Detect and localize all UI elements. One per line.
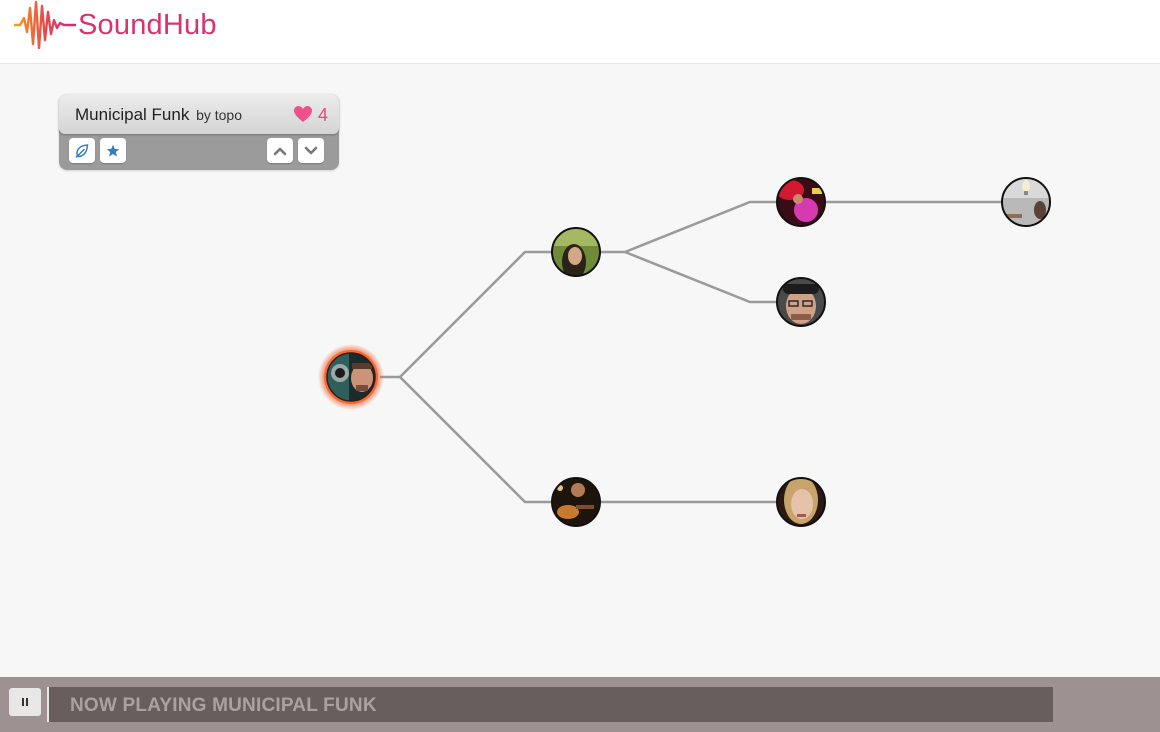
app-name: SoundHub bbox=[78, 8, 217, 41]
tree-node-branch-top[interactable] bbox=[551, 227, 601, 280]
connector-top-a bbox=[600, 200, 777, 254]
favorite-button[interactable] bbox=[100, 138, 126, 163]
avatar-headphones-man-icon bbox=[327, 353, 375, 401]
chevron-up-icon bbox=[273, 147, 287, 155]
now-playing-text: NOW PLAYING MUNICIPAL FUNK bbox=[70, 695, 377, 716]
upvote-button[interactable] bbox=[267, 138, 293, 163]
track-title-line: Municipal Funk by topo bbox=[75, 105, 242, 125]
tree-node-branch-top-a[interactable] bbox=[776, 177, 826, 227]
avatar-blonde-woman-icon bbox=[777, 478, 825, 526]
track-title[interactable]: Municipal Funk bbox=[75, 105, 190, 124]
tree-connectors bbox=[380, 200, 1002, 504]
connector-root-bottom bbox=[399, 376, 552, 504]
logo[interactable]: SoundHub bbox=[14, 0, 217, 50]
remix-tree bbox=[318, 177, 1051, 527]
downvote-button[interactable] bbox=[298, 138, 324, 163]
avatar-man-glasses-cap-icon bbox=[777, 278, 825, 326]
avatar-guitarist-icon bbox=[552, 478, 600, 526]
avatar-lightbulb-icon bbox=[1002, 178, 1050, 226]
pause-button[interactable] bbox=[9, 688, 41, 716]
fork-button[interactable] bbox=[69, 138, 95, 163]
connector-top-b bbox=[624, 250, 777, 304]
tree-node-branch-top-b[interactable] bbox=[776, 277, 826, 327]
star-icon bbox=[106, 144, 120, 157]
heart-icon[interactable] bbox=[293, 105, 313, 123]
track-card-header: Municipal Funk by topo 4 bbox=[59, 94, 339, 134]
tree-node-branch-bottom-a[interactable] bbox=[776, 476, 826, 527]
like-count: 4 bbox=[318, 105, 329, 125]
soundwave-logo-icon bbox=[14, 0, 76, 50]
pause-icon bbox=[22, 698, 28, 706]
tree-node-branch-top-a-1[interactable] bbox=[1001, 177, 1051, 227]
tree-node-root[interactable] bbox=[318, 344, 384, 410]
chevron-down-icon bbox=[304, 146, 318, 154]
playback-progress[interactable]: NOW PLAYING MUNICIPAL FUNK bbox=[47, 687, 1053, 722]
app-header: SoundHub bbox=[0, 0, 1160, 64]
avatar-woman-green-icon bbox=[552, 228, 600, 276]
track-card: Municipal Funk by topo 4 bbox=[59, 94, 339, 170]
leaf-icon bbox=[75, 143, 89, 158]
avatar-pink-performer-icon bbox=[777, 178, 825, 226]
track-author[interactable]: by topo bbox=[196, 107, 242, 123]
tree-node-branch-bottom[interactable] bbox=[551, 477, 601, 527]
connector-root-top bbox=[380, 250, 552, 379]
